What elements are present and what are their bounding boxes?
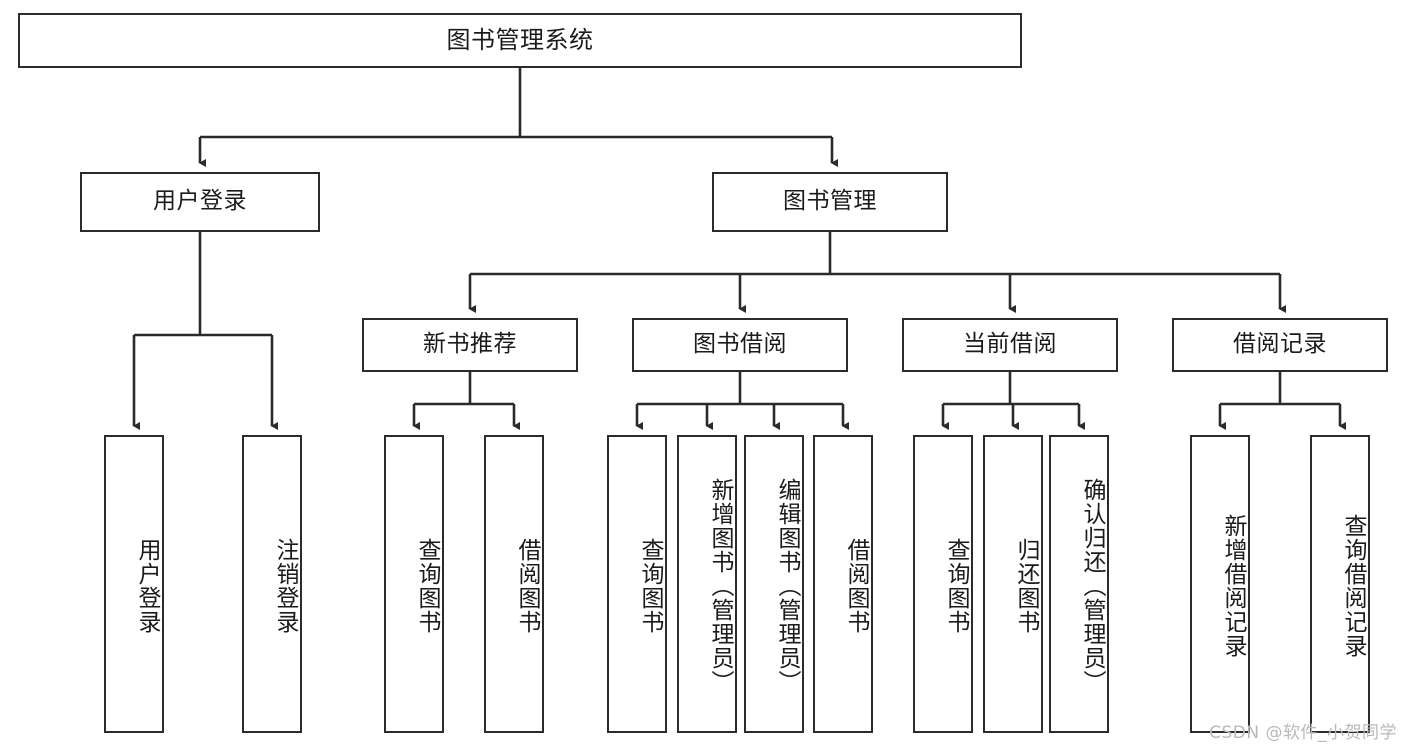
leaf-current-query-book[interactable]: 查询图书 [913, 435, 973, 733]
node-label: 编辑图书（管理员） [774, 478, 800, 694]
node-label: 借阅记录 [1233, 331, 1327, 358]
node-label: 归还图书 [1013, 538, 1039, 634]
leaf-current-return-book[interactable]: 归还图书 [983, 435, 1043, 733]
node-root-system[interactable]: 图书管理系统 [18, 13, 1022, 68]
node-book-management[interactable]: 图书管理 [712, 172, 948, 232]
node-label: 用户登录 [153, 188, 247, 215]
node-label: 用户登录 [134, 538, 160, 634]
node-label: 新增借阅记录 [1220, 514, 1246, 658]
node-borrow-record[interactable]: 借阅记录 [1172, 318, 1388, 372]
watermark: CSDN @软件_小贺同学 [1209, 723, 1397, 743]
node-new-book-recommend[interactable]: 新书推荐 [362, 318, 578, 372]
leaf-borrow-edit-book[interactable]: 编辑图书（管理员） [744, 435, 804, 733]
node-label: 图书管理系统 [446, 26, 594, 55]
leaf-record-query-record[interactable]: 查询借阅记录 [1310, 435, 1370, 733]
leaf-borrow-add-book[interactable]: 新增图书（管理员） [677, 435, 737, 733]
leaf-recommend-borrow-book[interactable]: 借阅图书 [484, 435, 544, 733]
node-current-borrow[interactable]: 当前借阅 [902, 318, 1118, 372]
node-label: 查询图书 [414, 538, 440, 634]
node-label: 借阅图书 [514, 538, 540, 634]
leaf-recommend-query-book[interactable]: 查询图书 [384, 435, 444, 733]
node-label: 查询图书 [943, 538, 969, 634]
node-label: 借阅图书 [843, 538, 869, 634]
node-label: 新书推荐 [423, 331, 517, 358]
leaf-user-login-login[interactable]: 用户登录 [104, 435, 164, 733]
node-label: 查询借阅记录 [1340, 514, 1366, 658]
leaf-current-confirm-return[interactable]: 确认归还（管理员） [1049, 435, 1109, 733]
leaf-user-login-logout[interactable]: 注销登录 [242, 435, 302, 733]
node-user-login[interactable]: 用户登录 [80, 172, 320, 232]
node-book-borrow[interactable]: 图书借阅 [632, 318, 848, 372]
node-label: 注销登录 [272, 538, 298, 634]
leaf-borrow-query-book[interactable]: 查询图书 [607, 435, 667, 733]
node-label: 图书管理 [783, 188, 877, 215]
node-label: 查询图书 [637, 538, 663, 634]
node-label: 当前借阅 [963, 331, 1057, 358]
leaf-record-add-record[interactable]: 新增借阅记录 [1190, 435, 1250, 733]
node-label: 新增图书（管理员） [707, 478, 733, 694]
node-label: 图书借阅 [693, 331, 787, 358]
node-label: 确认归还（管理员） [1079, 478, 1105, 694]
leaf-borrow-borrow-book[interactable]: 借阅图书 [813, 435, 873, 733]
